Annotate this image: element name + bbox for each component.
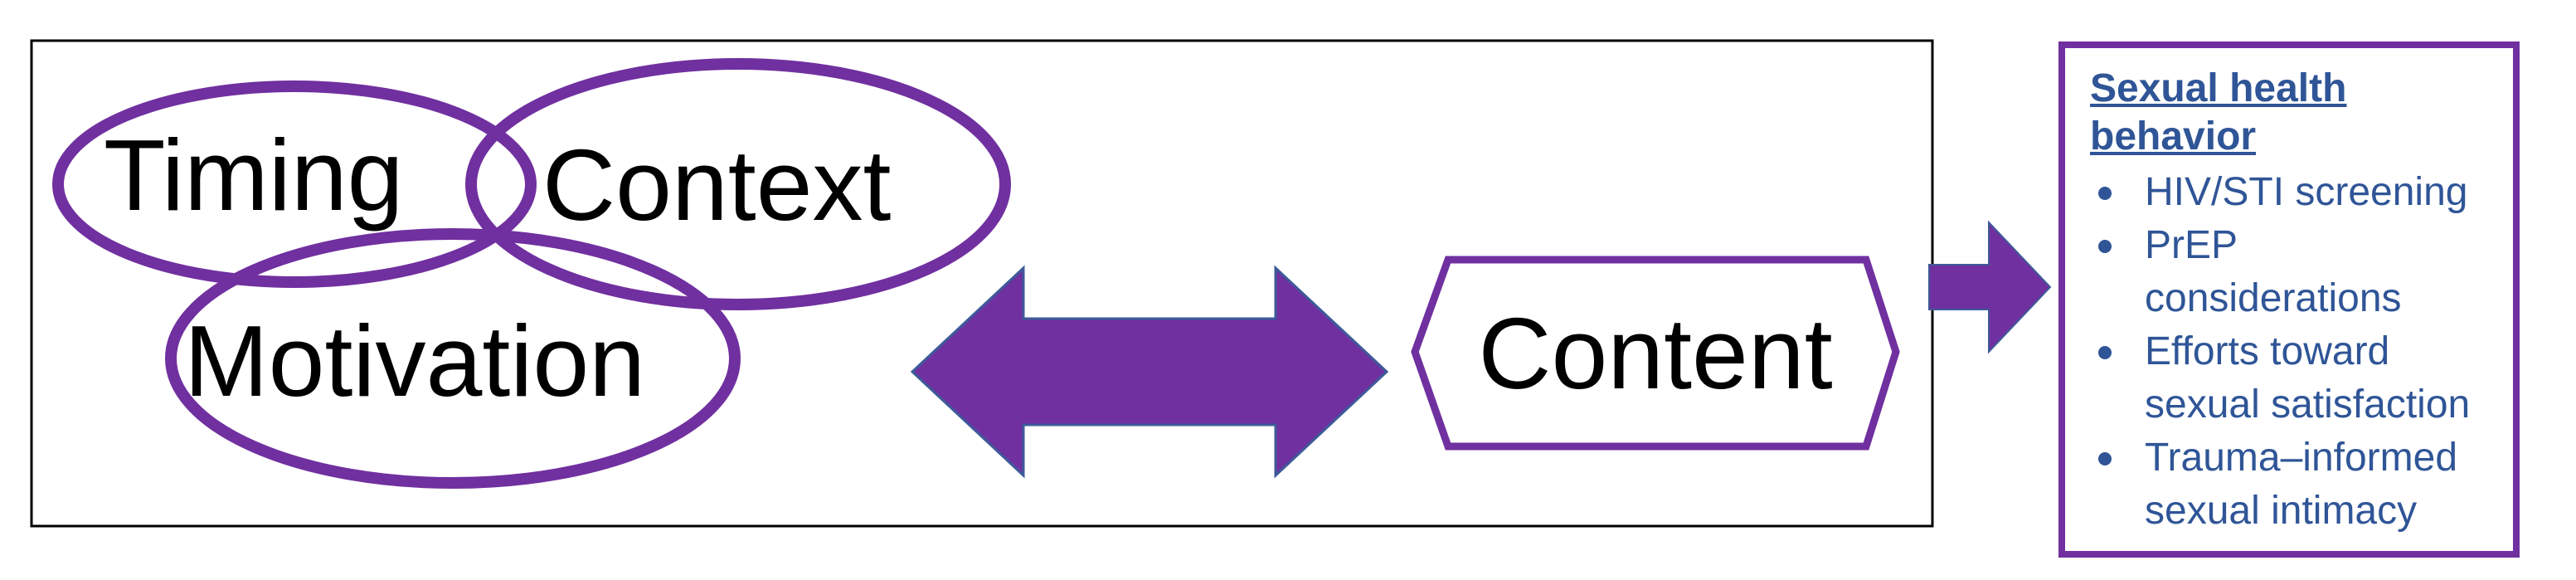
outcome-item-prep: PrEP considerations	[2090, 219, 2493, 325]
outcome-item-line2: sexual intimacy	[2145, 489, 2418, 533]
outcome-item-line1: PrEP	[2145, 223, 2238, 267]
timing-label: Timing	[104, 119, 404, 232]
context-ellipse	[465, 58, 1011, 310]
bullet-icon	[2098, 187, 2112, 200]
bullet-icon	[2098, 346, 2112, 359]
content-label: Content	[1478, 297, 1832, 410]
bullet-icon	[2098, 452, 2112, 465]
outcome-item-trauma-informed: Trauma–informed sexual intimacy	[2090, 431, 2493, 538]
sexual-health-behavior-box: Sexual health behavior HIV/STI screening…	[2058, 41, 2520, 558]
outcome-item-line2: sexual satisfaction	[2145, 383, 2471, 426]
outcome-list: HIV/STI screening PrEP considerations Ef…	[2090, 166, 2493, 538]
bidirectional-arrow	[910, 265, 1389, 479]
outcome-title-line1: Sexual health	[2090, 66, 2347, 110]
content-hexagon	[1411, 256, 1900, 451]
outcome-item-line1: Efforts toward	[2145, 329, 2390, 373]
bullet-icon	[2098, 240, 2112, 253]
outcome-item-hiv-sti-screening: HIV/STI screening	[2090, 166, 2493, 219]
timing-ellipse	[52, 80, 537, 288]
outcome-item-line2: considerations	[2145, 276, 2402, 320]
motivation-label: Motivation	[184, 305, 645, 417]
outcome-item-sexual-satisfaction: Efforts toward sexual satisfaction	[2090, 325, 2493, 431]
outcome-item-line1: Trauma–informed	[2145, 436, 2458, 480]
outcome-arrow	[1928, 220, 2052, 354]
context-label: Context	[542, 129, 891, 241]
motivation-ellipse	[165, 228, 741, 489]
outcome-title-line2: behavior	[2090, 115, 2257, 158]
outcome-title: Sexual health behavior	[2090, 65, 2493, 161]
outcome-item-line1: HIV/STI screening	[2145, 170, 2468, 214]
